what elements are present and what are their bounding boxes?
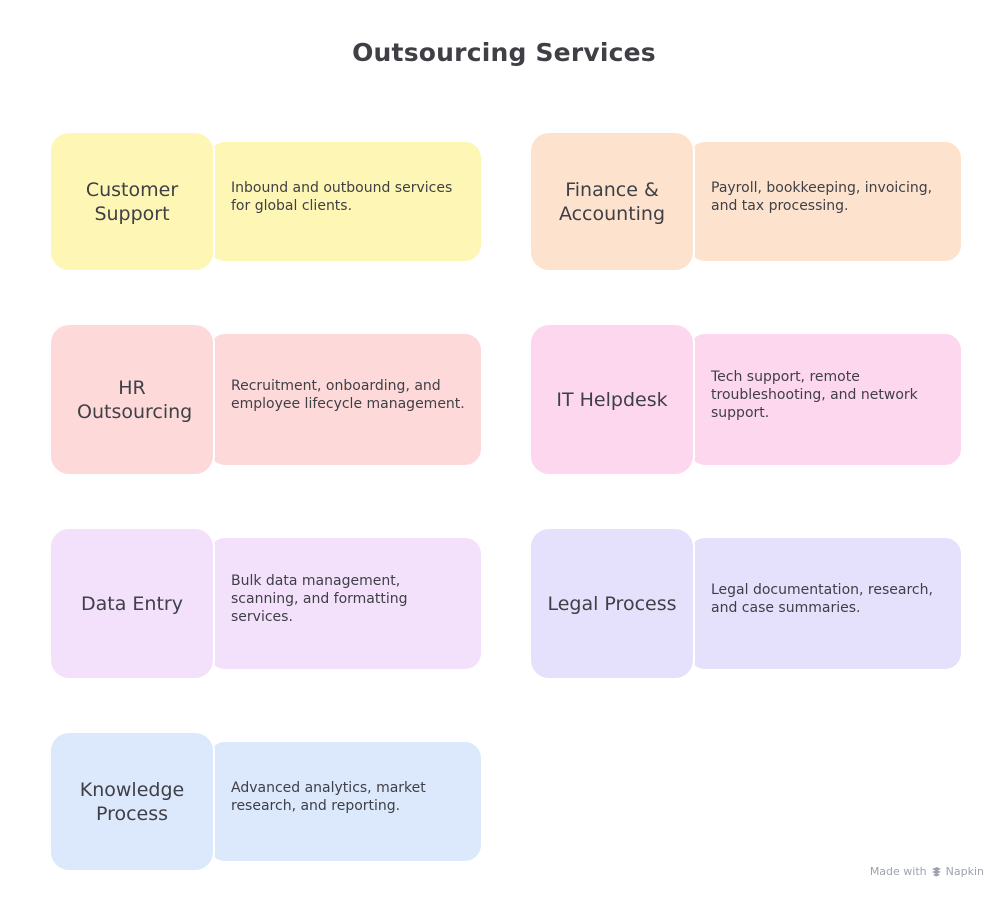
service-description: Bulk data management, scanning, and form… xyxy=(231,572,408,625)
service-description-box: Bulk data management, scanning, and form… xyxy=(209,538,481,669)
service-card-finance-accounting: Payroll, bookkeeping, invoicing, and tax… xyxy=(529,131,961,272)
service-name: IT Helpdesk xyxy=(556,388,668,411)
service-card-legal-process: Legal documentation, research, and case … xyxy=(529,527,961,680)
page-title: Outsourcing Services xyxy=(352,38,656,67)
service-description: Tech support, remote troubleshooting, an… xyxy=(711,368,918,421)
footer-brand: Napkin xyxy=(945,865,984,878)
service-card-it-helpdesk: Tech support, remote troubleshooting, an… xyxy=(529,323,961,476)
service-description-box: Recruitment, onboarding, and employee li… xyxy=(209,334,481,465)
service-description: Inbound and outbound services for global… xyxy=(231,179,453,214)
service-label-box: Customer Support xyxy=(49,131,215,272)
napkin-logo-icon xyxy=(931,866,942,877)
service-card-knowledge-process: Advanced analytics, market research, and… xyxy=(49,731,481,872)
service-description-box: Payroll, bookkeeping, invoicing, and tax… xyxy=(689,142,961,261)
service-label-box: HR Outsourcing xyxy=(49,323,215,476)
service-description-box: Legal documentation, research, and case … xyxy=(689,538,961,669)
service-label-box: Finance & Accounting xyxy=(529,131,695,272)
service-description: Legal documentation, research, and case … xyxy=(711,581,933,616)
service-name: Data Entry xyxy=(81,592,183,615)
service-description-box: Advanced analytics, market research, and… xyxy=(209,742,481,861)
service-label-box: Knowledge Process xyxy=(49,731,215,872)
service-name: Knowledge Process xyxy=(79,778,185,825)
service-description: Payroll, bookkeeping, invoicing, and tax… xyxy=(711,179,933,214)
service-name: Legal Process xyxy=(547,592,677,615)
service-description-box: Tech support, remote troubleshooting, an… xyxy=(689,334,961,465)
service-label-box: Data Entry xyxy=(49,527,215,680)
service-name: Customer Support xyxy=(85,178,179,225)
made-with-napkin-badge[interactable]: Made with Napkin xyxy=(870,865,984,878)
service-description-box: Inbound and outbound services for global… xyxy=(209,142,481,261)
service-description: Recruitment, onboarding, and employee li… xyxy=(231,377,465,412)
service-card-data-entry: Bulk data management, scanning, and form… xyxy=(49,527,481,680)
service-label-box: IT Helpdesk xyxy=(529,323,695,476)
service-name: HR Outsourcing xyxy=(77,376,193,423)
service-card-hr-outsourcing: Recruitment, onboarding, and employee li… xyxy=(49,323,481,476)
footer-text: Made with xyxy=(869,865,927,878)
service-description: Advanced analytics, market research, and… xyxy=(231,779,426,814)
service-label-box: Legal Process xyxy=(529,527,695,680)
service-name: Finance & Accounting xyxy=(558,178,666,225)
service-card-customer-support: Inbound and outbound services for global… xyxy=(49,131,481,272)
